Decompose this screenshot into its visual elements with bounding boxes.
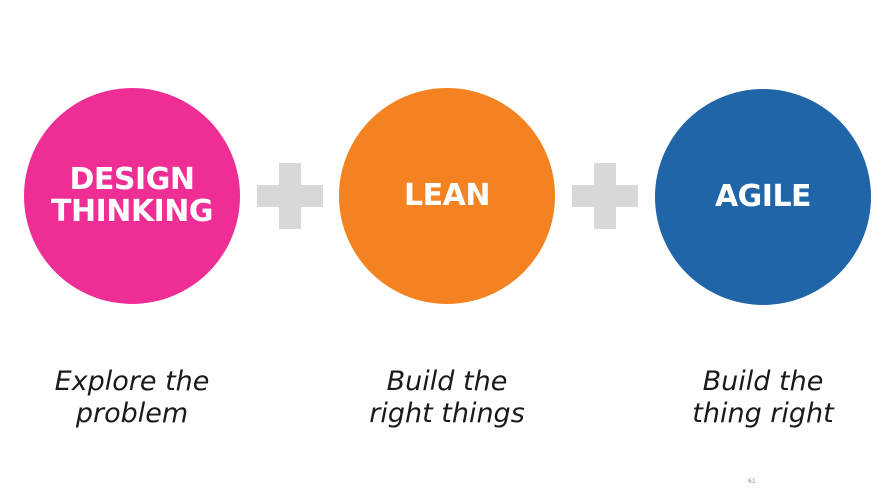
plus-icon <box>257 163 323 229</box>
agile-caption: Build the thing right <box>692 366 834 429</box>
design-thinking-circle: DESIGN THINKING <box>24 88 240 304</box>
page-number: 61 <box>748 478 756 485</box>
lean-label: LEAN <box>404 178 490 213</box>
plus-icon <box>572 163 638 229</box>
lean-caption: Build the right things <box>369 366 525 429</box>
design-thinking-caption: Explore the problem <box>54 366 210 429</box>
lean-circle: LEAN <box>339 88 555 304</box>
agile-label: AGILE <box>714 179 812 214</box>
agile-circle: AGILE <box>655 89 871 305</box>
design-thinking-label: DESIGN THINKING <box>51 162 213 229</box>
